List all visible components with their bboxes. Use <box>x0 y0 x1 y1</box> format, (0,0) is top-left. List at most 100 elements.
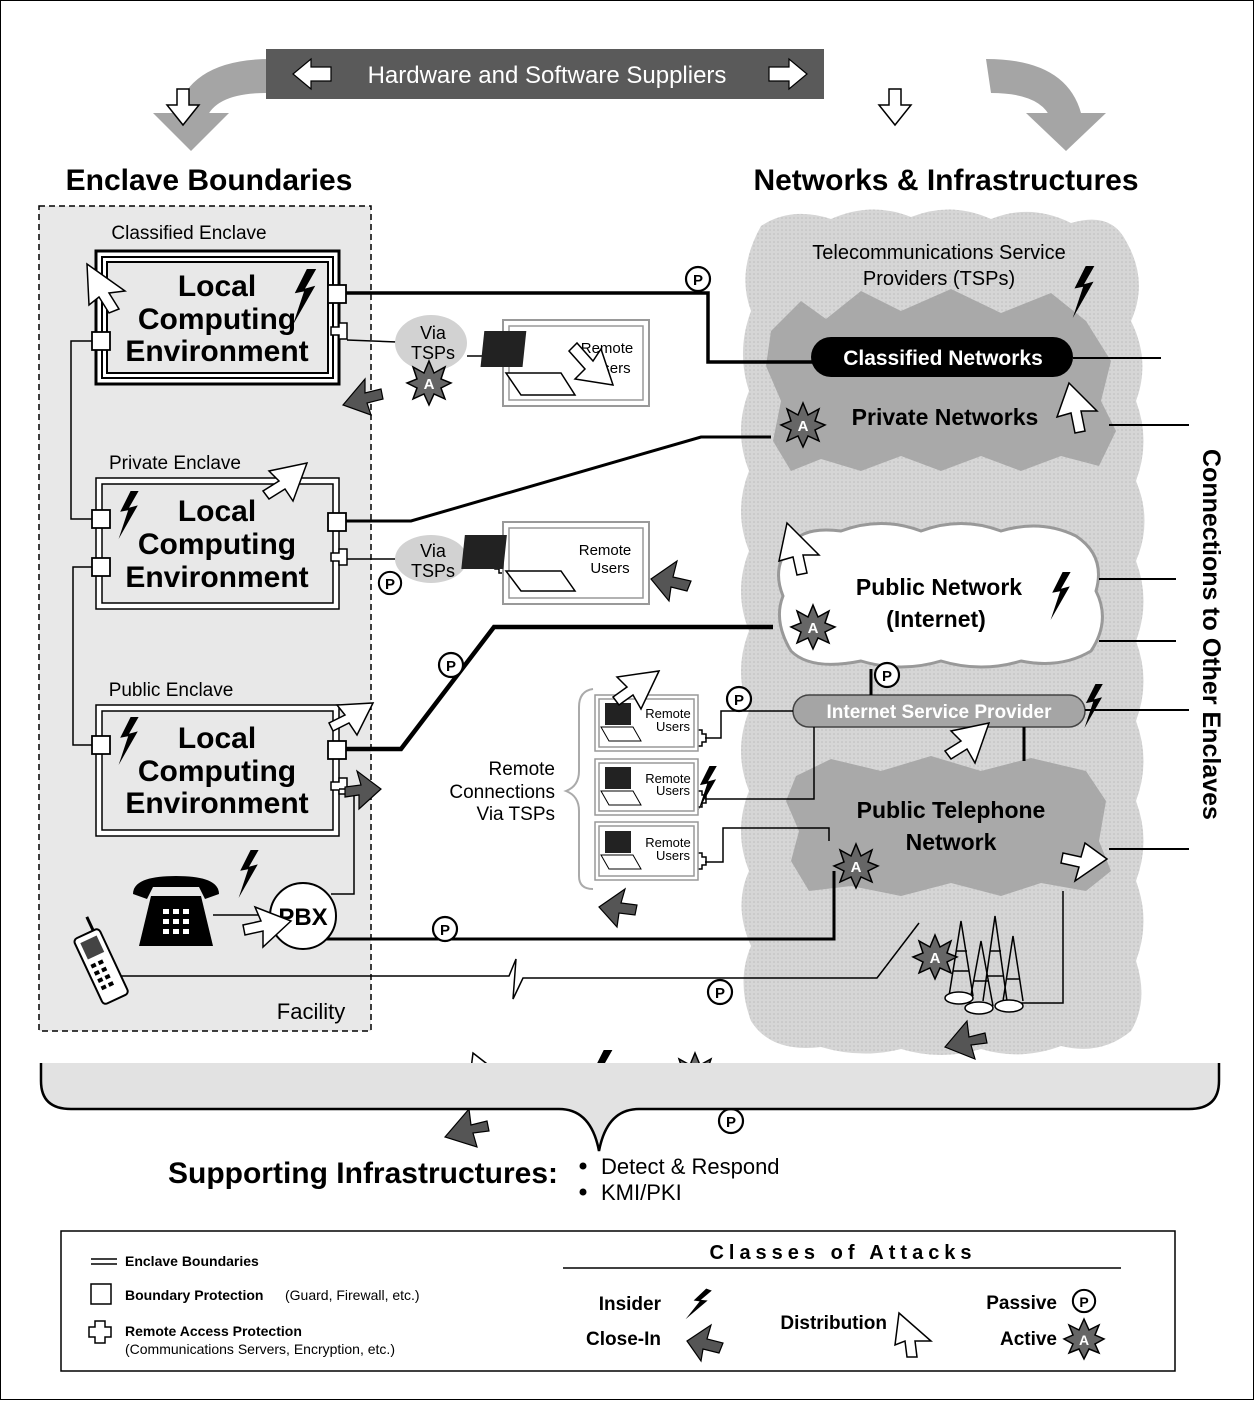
classified-networks-pill <box>811 337 1073 377</box>
classified-enclave-label: Classified Enclave <box>111 223 266 244</box>
lce-classified-line1: Local <box>178 270 256 303</box>
small-remote-2-line1: Remote <box>645 771 691 786</box>
supporting-title: Supporting Infrastructures: <box>168 1157 558 1190</box>
legend-active-letter: A <box>1079 1332 1089 1348</box>
legend-remote-cross <box>88 1320 112 1344</box>
svg-text:P: P <box>734 692 744 709</box>
via-tsps-clouds <box>395 315 467 583</box>
svg-text:A: A <box>424 376 435 393</box>
remote-users-box-1 <box>480 319 650 407</box>
legend-passive-letter: P <box>1079 1294 1088 1310</box>
network-lines <box>121 291 1064 1004</box>
legend-distribution-icon <box>894 1311 933 1358</box>
facility-label: Facility <box>277 999 345 1024</box>
legend-insider-label: Insider <box>599 1294 662 1315</box>
remote-users-1-line1: Remote <box>581 340 634 357</box>
remote-connections-line3: Via TSPs <box>476 804 555 825</box>
svg-text:P: P <box>726 1114 736 1131</box>
lce-classified-line3: Environment <box>125 335 308 368</box>
telephone-icon <box>133 876 219 946</box>
lce-public-line3: Environment <box>125 787 308 820</box>
private-networks-label: Private Networks <box>852 404 1039 430</box>
enclave-link-lines <box>70 340 97 746</box>
private-networks-cloud <box>766 289 1116 471</box>
remote-connections-brace <box>563 688 594 890</box>
svg-text:P: P <box>693 272 703 289</box>
via-tsps-2-line2: TSPs <box>411 561 455 581</box>
supplier-arc-arrows <box>153 49 1106 151</box>
small-remote-3-line1: Remote <box>645 835 691 850</box>
cell-tower-icon <box>944 915 1024 1015</box>
supplier-small-arrows <box>165 57 913 127</box>
legend-close-in-icon <box>686 1323 724 1363</box>
lce-public-line1: Local <box>178 722 256 755</box>
public-network-label-line2: (Internet) <box>886 606 986 632</box>
lce-private-line3: Environment <box>125 561 308 594</box>
via-tsps-1-line1: Via <box>420 323 447 343</box>
svg-text:P: P <box>446 658 456 675</box>
remote-users-2-line2: Users <box>590 560 629 577</box>
remote-connections-line1: Remote <box>488 759 555 780</box>
tsp-label-line2: Providers (TSPs) <box>863 268 1015 290</box>
legend-remote-access-note: (Communications Servers, Encryption, etc… <box>125 1341 395 1357</box>
svg-text:P: P <box>715 985 725 1002</box>
small-remote-2-line2: Users <box>656 783 690 798</box>
small-remote-3-line2: Users <box>656 848 690 863</box>
outgoing-connection-lines <box>1073 357 1189 850</box>
legend-active-icon <box>1062 1317 1106 1361</box>
public-enclave-label: Public Enclave <box>109 680 234 701</box>
supporting-item-1: Detect & Respond <box>601 1154 780 1179</box>
lce-public-line2: Computing <box>138 755 296 788</box>
active-attack-bursts <box>405 359 959 1099</box>
svg-text:P: P <box>882 668 892 685</box>
pbx-label: PBX <box>278 904 327 931</box>
legend-passive-label: Passive <box>986 1293 1057 1314</box>
classified-networks-label: Classified Networks <box>843 347 1043 370</box>
supporting-item-2: KMI/PKI <box>601 1180 682 1205</box>
telephone-label-line1: Public Telephone <box>857 797 1046 823</box>
public-lce-box <box>95 704 340 837</box>
small-laptops <box>600 703 642 870</box>
enclave-boundaries-title: Enclave Boundaries <box>66 164 353 197</box>
connections-label: Connections to Other Enclaves <box>1197 449 1225 820</box>
lce-private-line1: Local <box>178 495 256 528</box>
svg-text:P: P <box>440 922 450 939</box>
close-in-attack-arrows <box>341 377 988 1148</box>
via-tsps-1-line2: TSPs <box>411 343 455 363</box>
remote-users-2-line1: Remote <box>579 542 632 559</box>
small-remote-1-line1: Remote <box>645 706 691 721</box>
svg-text:A: A <box>930 950 941 967</box>
supporting-bar-fill <box>41 1063 1219 1151</box>
legend-distribution-label: Distribution <box>780 1313 887 1334</box>
legend-classes-title: Classes of Attacks <box>709 1242 976 1264</box>
svg-text:A: A <box>808 620 819 637</box>
private-lce-box <box>95 477 340 610</box>
remote-connections-line2: Connections <box>449 782 555 803</box>
public-network-cloud <box>777 522 1104 669</box>
legend-remote-access: Remote Access Protection <box>125 1323 302 1339</box>
svg-text:P: P <box>385 576 395 593</box>
lce-classified-line2: Computing <box>138 303 296 336</box>
legend-box <box>60 1230 1176 1372</box>
telephone-label-line2: Network <box>906 829 997 855</box>
small-remote-1-line2: Users <box>656 719 690 734</box>
legend-enclave-boundaries: Enclave Boundaries <box>125 1253 259 1269</box>
private-enclave-label: Private Enclave <box>109 453 241 474</box>
tsp-label-line1: Telecommunications Service <box>812 242 1065 264</box>
legend-boundary-protection-note: (Guard, Firewall, etc.) <box>285 1287 420 1303</box>
legend-boundary-protection: Boundary Protection <box>125 1287 263 1303</box>
bullet-1 <box>579 1162 587 1170</box>
isp-label: Internet Service Provider <box>827 702 1053 723</box>
classified-lce-box <box>94 249 341 386</box>
passive-badge-letters: P P P P P P P P <box>385 272 892 1131</box>
svg-text:A: A <box>798 418 809 435</box>
lce-private-line2: Computing <box>138 528 296 561</box>
supporting-brace <box>39 1063 1221 1152</box>
legend-active-label: Active <box>1000 1329 1057 1350</box>
cell-phone-icon <box>73 916 129 1005</box>
via-tsps-2-line1: Via <box>420 541 447 561</box>
networks-title: Networks & Infrastructures <box>753 164 1138 197</box>
remote-users-box-2 <box>461 521 650 605</box>
